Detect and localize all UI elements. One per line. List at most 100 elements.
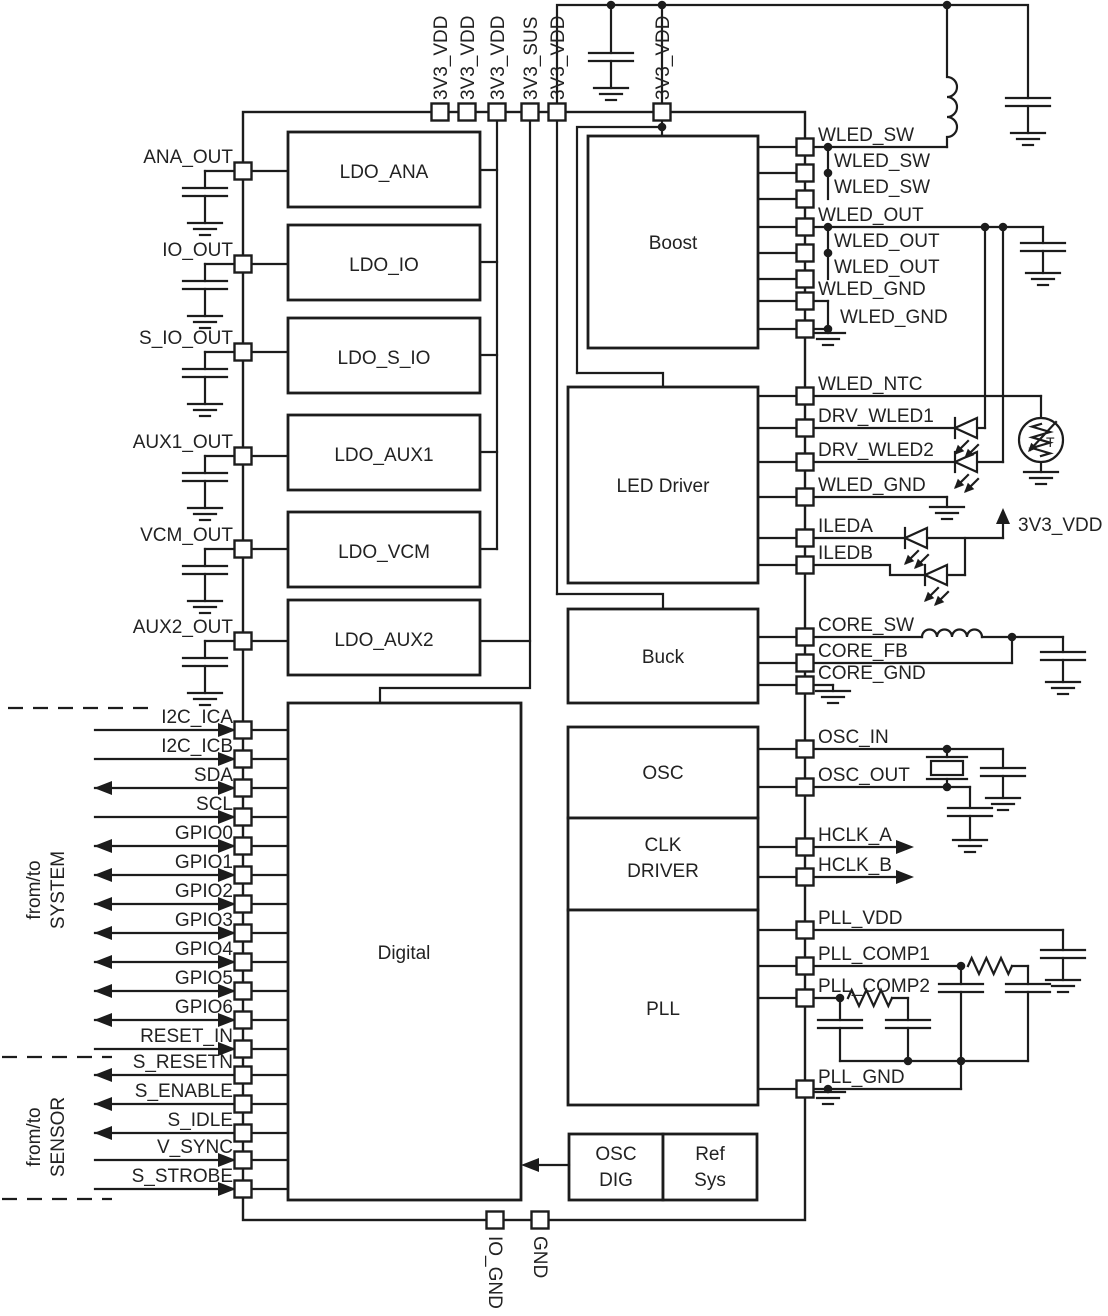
junction-dot: [942, 744, 952, 754]
wires-layer: [2, 3, 1065, 1222]
buck-block-label: Buck: [642, 647, 685, 668]
output-arrowhead-icon: [94, 1126, 112, 1140]
right-pin: [795, 243, 815, 263]
left-signal-port-label: S_ENABLE: [135, 1081, 233, 1102]
right-pin: [795, 920, 815, 940]
resistor-icon: [966, 955, 1014, 977]
ldo-block-label: LDO_ANA: [340, 162, 429, 183]
junction-dot: [823, 1084, 833, 1094]
osc-block-label: OSC: [642, 763, 683, 784]
buck-block: [566, 607, 760, 705]
left-signal-pin: [233, 1150, 253, 1170]
right-pin: [795, 739, 815, 759]
output-arrowhead-icon: [94, 781, 112, 795]
right-pin: [795, 627, 815, 647]
junction-dot: [606, 0, 616, 10]
right-pin: [795, 189, 815, 209]
left-power-port-label: AUX2_OUT: [133, 617, 234, 638]
left-signal-port-label: S_IDLE: [168, 1110, 233, 1131]
junction-dot: [835, 993, 845, 1003]
input-arrowhead-icon: [218, 781, 236, 795]
ref-sys-block-label: Sys: [694, 1170, 726, 1191]
left-signal-port-label: GPIO4: [175, 939, 234, 960]
pins-layer: [94, 0, 1038, 1230]
input-arrowhead-icon: [218, 752, 236, 766]
right-port-label: CORE_GND: [818, 663, 926, 684]
sus-supply-rail: [378, 110, 532, 705]
left-power-pin: [233, 631, 253, 651]
right-port-label: OSC_IN: [818, 727, 889, 748]
left-signal-port-label: GPIO0: [175, 823, 233, 844]
right-port-label: DRV_WLED2: [818, 440, 934, 461]
buck-supply-wire: [555, 592, 665, 611]
output-arrowhead-icon: [94, 1013, 112, 1027]
output-arrowhead-icon: [94, 955, 112, 969]
left-signal-pin: [233, 1065, 253, 1085]
led-emission-icon: [964, 482, 975, 493]
bottom-port-label: GND: [529, 1236, 550, 1278]
thermistor-icon: [1028, 420, 1058, 452]
input-arrowhead-icon: [218, 926, 236, 940]
input-arrowhead-icon: [218, 810, 236, 824]
left-power-port-label: VCM_OUT: [140, 525, 233, 546]
top-port-label: 3V3_SUS: [521, 17, 542, 100]
vdd-net-label: 3V3_VDD: [1018, 515, 1103, 536]
right-port-label: WLED_SW: [834, 151, 930, 172]
left-signal-port-label: SDA: [194, 765, 233, 786]
top-power-pin: [520, 102, 540, 122]
ldo-block: [286, 130, 482, 209]
ref-sys-block: [661, 1132, 759, 1202]
input-arrowhead-icon: [218, 1182, 236, 1196]
left-signal-pin: [233, 1094, 253, 1114]
right-port-label: WLED_OUT: [834, 257, 940, 278]
digital-block-label: Digital: [378, 943, 431, 964]
osc-block: [566, 725, 760, 820]
labels-layer: ANA_OUTIO_OUTS_IO_OUTAUX1_OUTVCM_OUTAUX2…: [24, 16, 1103, 1309]
ldo-block-label: LDO_VCM: [338, 542, 430, 563]
junction-dot: [823, 222, 833, 232]
left-signal-port-label: I2C_ICB: [161, 736, 233, 757]
right-pin: [795, 653, 815, 673]
ldo-block-label: LDO_AUX1: [334, 445, 433, 466]
left-signal-pin: [233, 1039, 253, 1059]
top-port-label: 3V3_VDD: [488, 16, 509, 101]
pll-block-label: PLL: [646, 999, 680, 1020]
resistor-icon: [1028, 422, 1054, 458]
right-pin: [795, 291, 815, 311]
ldo-block: [286, 413, 482, 492]
sensor-group-label: from/to: [24, 1107, 45, 1166]
osc-dig-block-label: DIG: [599, 1170, 633, 1191]
output-arrowhead-icon: [94, 926, 112, 940]
right-pin: [795, 487, 815, 507]
left-signal-pin: [233, 807, 253, 827]
output-arrowhead-icon: [94, 897, 112, 911]
right-port-label: HCLK_A: [818, 825, 892, 846]
digital-block: [286, 701, 523, 1202]
right-pin: [795, 528, 815, 548]
left-signal-port-label: S_STROBE: [132, 1166, 233, 1187]
top-port-label: 3V3_VDD: [548, 16, 569, 101]
left-signal-port-label: GPIO3: [175, 910, 233, 931]
junction-dot: [956, 961, 966, 971]
inductor-icon: [945, 3, 959, 149]
right-pin: [795, 319, 815, 339]
junction-dot: [998, 222, 1008, 232]
blocks-layer: [286, 130, 760, 1202]
led-emission-icon: [934, 595, 945, 606]
right-port-label: PLL_VDD: [818, 908, 903, 929]
right-pin: [795, 675, 815, 695]
right-port-label: OSC_OUT: [818, 765, 910, 786]
right-port-label: WLED_OUT: [818, 205, 924, 226]
right-port-label: WLED_OUT: [834, 231, 940, 252]
osc-dig-block-label: OSC: [595, 1144, 636, 1165]
led-icon: [922, 563, 949, 587]
left-power-port-label: S_IO_OUT: [139, 328, 233, 349]
input-arrowhead-icon: [218, 839, 236, 853]
left-signal-pin: [233, 1123, 253, 1143]
left-power-pin: [233, 254, 253, 274]
junction-dot: [903, 1056, 913, 1066]
input-arrowhead-icon: [218, 955, 236, 969]
left-power-pin: [233, 342, 253, 362]
ldo-block-label: LDO_S_IO: [338, 348, 431, 369]
